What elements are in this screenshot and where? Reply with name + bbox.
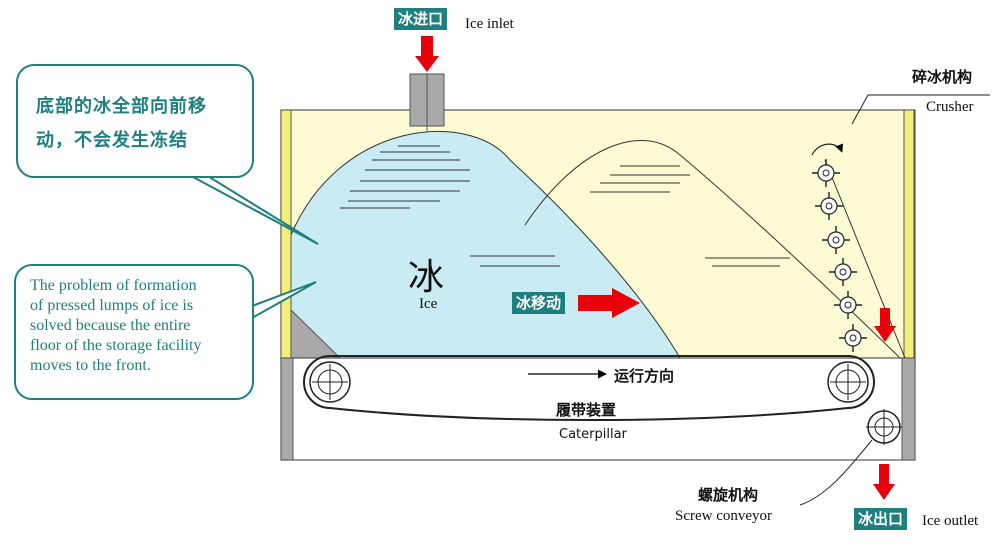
ice-label-en: Ice [419,296,438,312]
ice-label-cn: 冰 [408,257,445,298]
ice-moving-arrow [578,288,640,318]
left-yellow-strip [280,109,292,359]
callout-chinese: 底部的冰全部向前移 动，不会发生冻结 [16,64,254,178]
ice-inlet-label: Ice inlet [465,16,514,32]
callout-en-line: moves to the front. [30,357,151,374]
screw-label-cn: 螺旋机构 [698,486,759,504]
callout-cn-line: 底部的冰全部向前移 [36,96,207,117]
crusher-rotor [812,159,840,187]
callout-en-line: The problem of formation [30,277,197,294]
crusher-label-cn: 碎冰机构 [912,68,973,86]
crusher-rotors [812,159,867,352]
crusher-rotor [815,192,843,220]
callout-en-line: solved because the entire [30,317,191,334]
crusher-label-en: Crusher [926,99,974,115]
crusher-rotation-arrow [811,143,844,156]
crusher-rotor [829,258,857,286]
caterpillar-label-cn: 履带装置 [556,401,617,419]
callout-en-line: floor of the storage facility [30,337,202,354]
crusher-down-arrow [874,308,896,342]
right-yellow-strip [903,109,915,359]
ice-outlet-tag: 冰出口 [854,508,908,530]
callout-en-line: of pressed lumps of ice is [30,297,194,314]
red-arrows [415,36,896,500]
ice-hatch-lines [340,145,790,267]
ice-pile-second-outline [524,139,901,359]
screw-label-en: Screw conveyor [675,508,773,524]
caterpillar-label-en: Caterpillar [559,427,627,442]
crusher-leader-line [851,94,990,125]
inlet-down-arrow [415,36,439,72]
right-wheel [827,361,869,403]
ice-outlet-label: Ice outlet [922,513,979,529]
screw-leader-line [799,439,873,506]
left-wheel [309,361,351,403]
left-grey-wall [280,357,294,461]
right-grey-wall [901,357,916,461]
ice-moving-tag: 冰移动 [512,292,566,314]
direction-label: 运行方向 [614,367,675,385]
screw-conveyor [866,409,902,445]
callout-cn-line: 动，不会发生冻结 [36,130,188,151]
crusher-rotor [834,291,862,319]
callout-english: The problem of formation of pressed lump… [14,264,254,400]
crusher-rotor [822,226,850,254]
crusher-rotor [839,324,867,352]
ice-inlet-tag: 冰进口 [394,8,448,30]
track-belt [303,355,875,421]
crusher-guide-line [824,159,906,359]
outlet-down-arrow [873,464,895,500]
